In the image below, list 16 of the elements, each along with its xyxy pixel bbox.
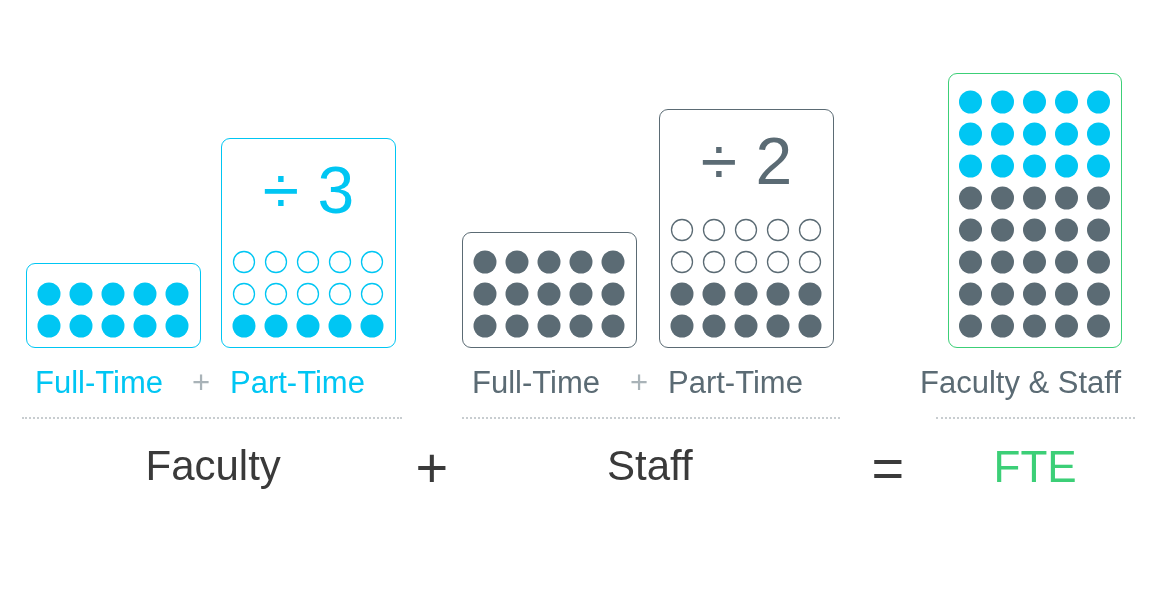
plus-sign: + <box>415 440 449 496</box>
equals-sign: = <box>871 440 905 496</box>
plus-sign: + <box>630 367 649 398</box>
dot-grid-card <box>659 109 834 348</box>
category-label: Part-Time <box>668 367 803 398</box>
category-label: Full-Time <box>35 367 163 398</box>
group-label: Faculty <box>145 445 281 487</box>
plus-sign: + <box>192 367 211 398</box>
group-label: Staff <box>607 445 693 487</box>
result-label: FTE <box>993 445 1077 489</box>
category-label: Faculty & Staff <box>920 367 1121 398</box>
category-label: Full-Time <box>472 367 600 398</box>
category-label: Part-Time <box>230 367 365 398</box>
divisor-text: ÷ 2 <box>699 128 794 194</box>
divisor-text: ÷ 3 <box>261 157 356 223</box>
dot-grid-card <box>221 138 396 348</box>
